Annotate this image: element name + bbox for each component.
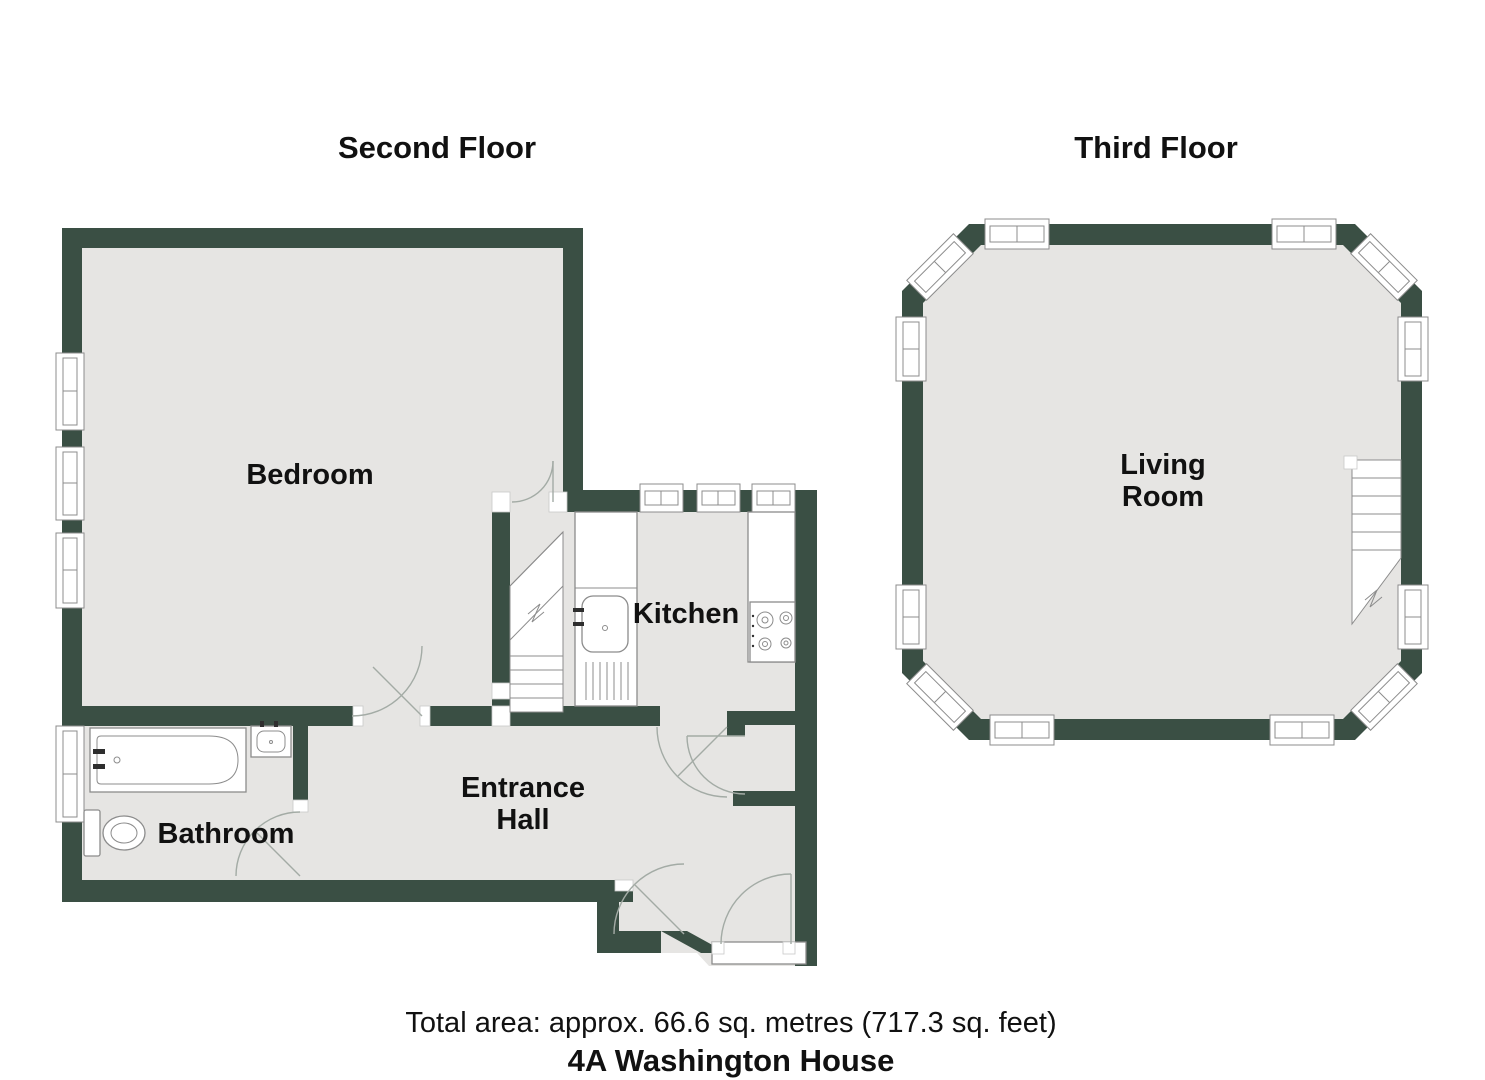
window — [55, 446, 85, 521]
window — [1271, 218, 1337, 250]
windows — [55, 352, 796, 823]
bathtub-icon — [89, 727, 247, 793]
doors — [235, 460, 792, 945]
walls — [62, 228, 817, 966]
window — [989, 714, 1055, 746]
door-swing — [656, 726, 728, 798]
window — [751, 483, 796, 513]
window — [696, 483, 741, 513]
window — [639, 483, 684, 513]
window — [55, 725, 85, 823]
entrance-hall-label-line1: Entrance — [461, 772, 585, 804]
kitchen-sink-icon — [573, 595, 629, 653]
window — [1350, 663, 1418, 731]
second-floor-plan: Second Floor Bedroom Kitchen Entrance Ha… — [55, 130, 817, 966]
window — [55, 532, 85, 609]
door-swing — [351, 645, 423, 717]
kitchen-counter-right — [747, 511, 796, 663]
door-swing — [235, 811, 301, 877]
wash-basin-icon — [250, 721, 292, 758]
window — [895, 316, 927, 382]
door-swing — [613, 863, 685, 935]
living-room-label-line1: Living — [1120, 449, 1205, 481]
third-floor-title: Third Floor — [1074, 130, 1238, 165]
entrance-threshold — [711, 941, 807, 965]
living-room-label-line2: Room — [1122, 481, 1204, 513]
staircase — [1343, 455, 1402, 626]
door-swing — [511, 460, 554, 503]
third-floor-area — [923, 245, 1401, 719]
window — [984, 218, 1050, 250]
windows — [895, 218, 1429, 746]
window — [906, 663, 974, 731]
bathroom-label: Bathroom — [158, 818, 295, 850]
window — [1269, 714, 1335, 746]
second-floor-title: Second Floor — [338, 130, 536, 165]
third-floor-plan: Third Floor Living Room — [895, 130, 1429, 746]
staircase — [509, 530, 564, 713]
total-area-text: Total area: approx. 66.6 sq. metres (717… — [405, 1007, 1056, 1039]
window — [895, 584, 927, 650]
property-name-text: 4A Washington House — [568, 1043, 895, 1078]
draining-board-icon — [585, 662, 629, 700]
hob-icon — [749, 601, 796, 663]
door-swing — [686, 735, 746, 795]
window — [1350, 233, 1418, 301]
window — [906, 233, 974, 301]
window — [1397, 316, 1429, 382]
kitchen-label: Kitchen — [633, 598, 739, 630]
bedroom-label: Bedroom — [246, 459, 373, 491]
window — [55, 352, 85, 431]
second-floor-area — [62, 228, 817, 966]
toilet-icon — [83, 809, 146, 857]
entrance-hall-label-line2: Hall — [496, 804, 549, 836]
window — [1397, 584, 1429, 650]
door-swing — [720, 873, 792, 945]
kitchen-counter-left — [573, 511, 638, 707]
